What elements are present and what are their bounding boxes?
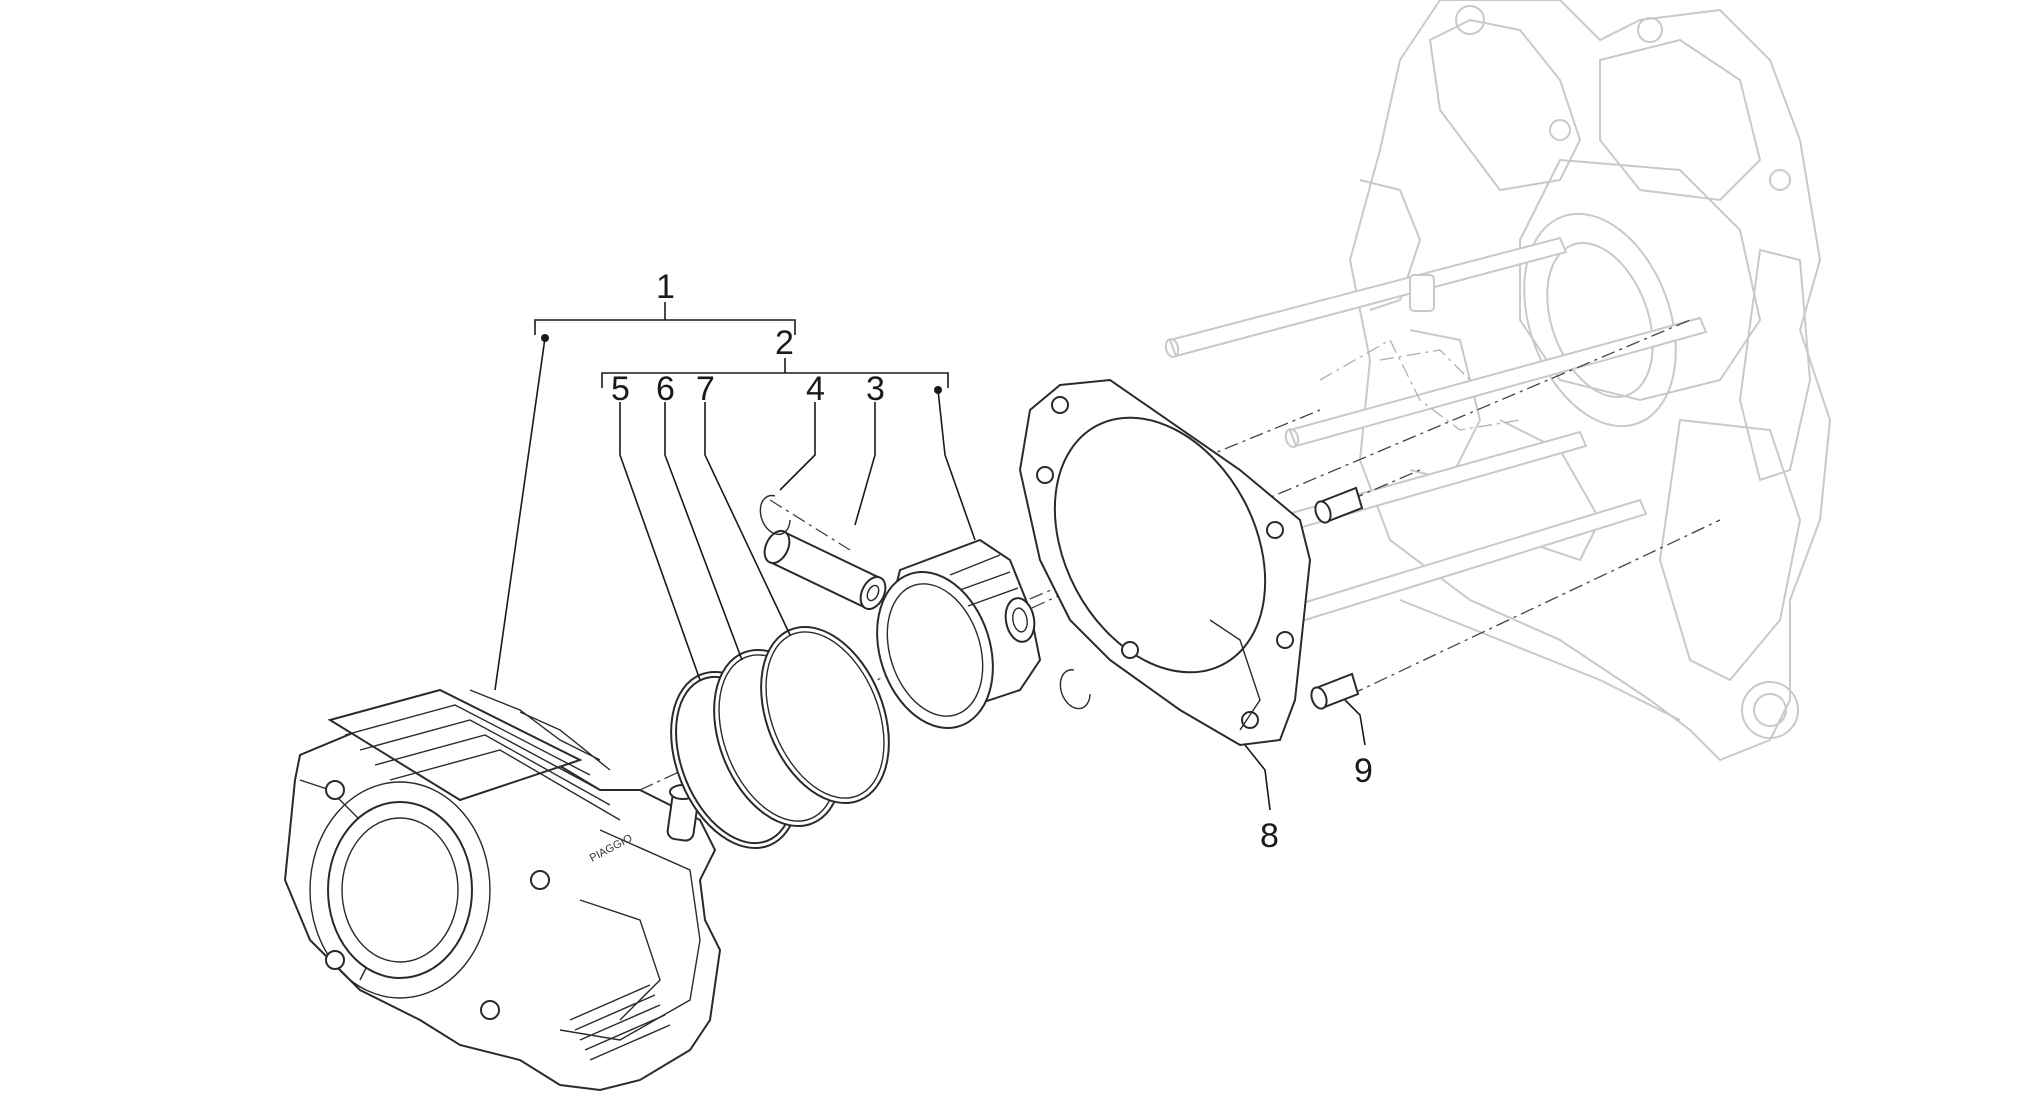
circlips: [759, 494, 1091, 710]
callout-4: 4: [806, 370, 825, 408]
callout-2: 2: [775, 324, 794, 362]
callout-labels: 1 2 3 4 5 6 7 8 9: [611, 268, 1373, 855]
callout-8: 8: [1260, 817, 1279, 855]
leader-lines: [619, 402, 1366, 811]
group-bracket-1: [494, 302, 796, 691]
crankcase-ghost: [1155, 0, 1832, 762]
callout-5: 5: [611, 370, 630, 408]
callout-3: 3: [866, 370, 885, 408]
piston: [876, 538, 1042, 729]
head-gasket: [1018, 378, 1312, 747]
callout-1: 1: [656, 268, 675, 306]
dowel-pins: [1310, 486, 1364, 710]
piston-pin: [763, 529, 887, 611]
callout-9: 9: [1354, 752, 1373, 790]
group-bracket-2: [601, 358, 976, 541]
piston-rings: [670, 625, 890, 850]
callout-6: 6: [656, 370, 675, 408]
callout-7: 7: [696, 370, 715, 408]
cylinder: PIAGGIO: [283, 688, 722, 1092]
